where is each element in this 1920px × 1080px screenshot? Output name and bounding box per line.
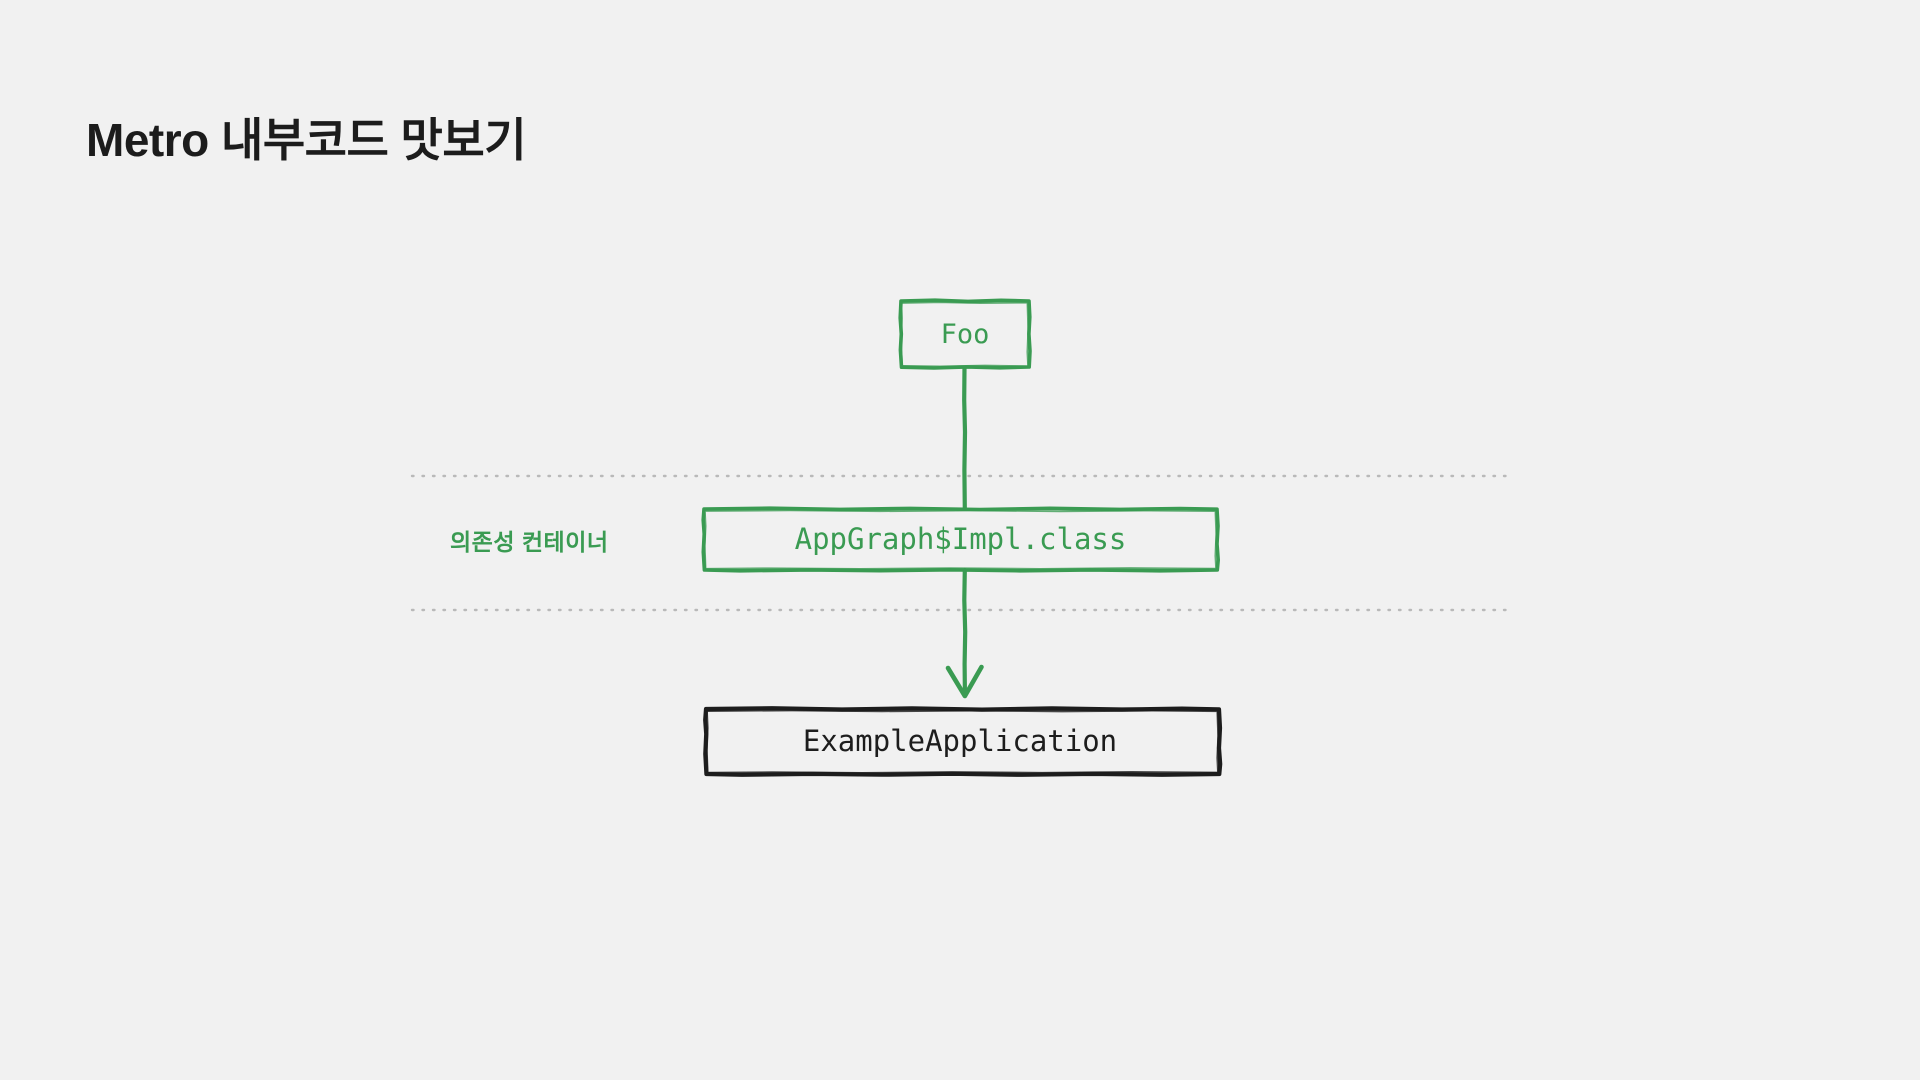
edge-appgraph-exampleapp — [945, 567, 984, 699]
arrowhead-icon — [945, 664, 984, 699]
node-appgraph-box[interactable] — [701, 506, 1220, 573]
edge-foo-appgraph — [962, 365, 968, 511]
dependency-container-caption: 의존성 컨테이너 — [450, 529, 609, 555]
node-foo-box[interactable] — [898, 298, 1032, 370]
node-exampleapp-box[interactable] — [703, 706, 1223, 777]
page-title: Metro 내부코드 맛보기 — [86, 114, 527, 166]
